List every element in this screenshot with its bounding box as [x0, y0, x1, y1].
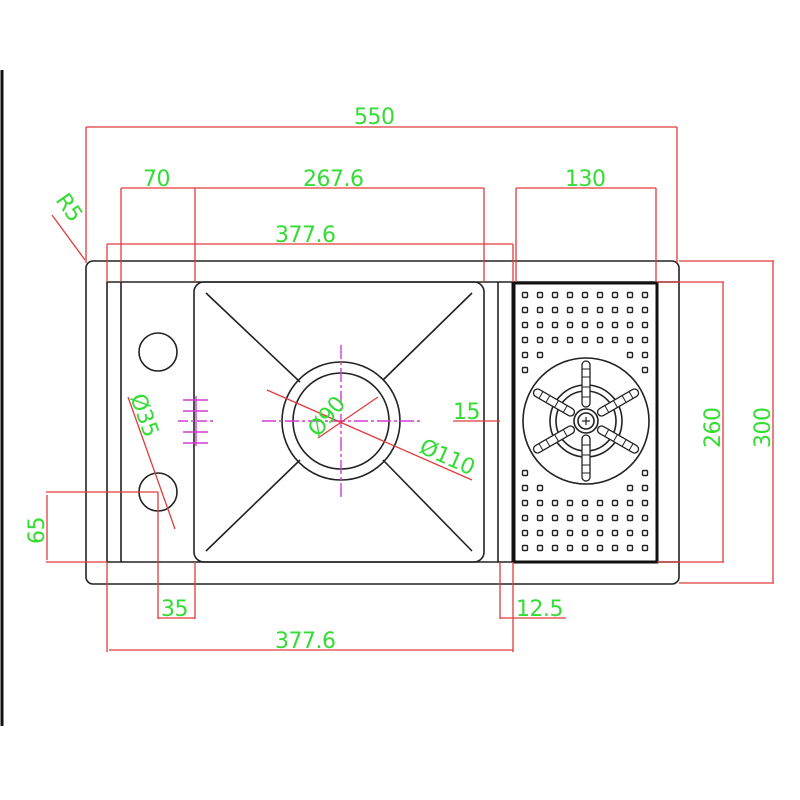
glass-rinser: [522, 357, 650, 485]
center-lines: [178, 345, 422, 497]
dim-top-span: 377.6: [275, 223, 335, 248]
dim-drain-inner-diameter: Ø90: [303, 392, 350, 442]
outer-rim: [85, 260, 680, 585]
rinser-spokes: [532, 360, 640, 482]
dim-tap-offset-x: 35: [161, 597, 188, 622]
dim-overall-depth: 300: [751, 408, 776, 449]
sink-outline: [85, 260, 680, 585]
dim-drain-outer-diameter: Ø110: [416, 435, 479, 481]
tap-hole-upper: [138, 332, 178, 372]
dim-bottom-span: 377.6: [275, 629, 335, 654]
perforated-drainer: [512, 281, 659, 564]
dim-overall-width: 550: [354, 105, 395, 130]
dim-deck-width: 70: [143, 167, 170, 192]
dim-tap-offset-y: 65: [25, 517, 50, 544]
dimension-lines: [46, 126, 774, 652]
dim-divider-offset: 15: [453, 400, 480, 425]
dim-divider-gap: 12.5: [516, 597, 563, 622]
dim-inner-depth: 260: [701, 408, 726, 449]
dim-tap-hole-diameter: Ø35: [124, 391, 162, 441]
main-bowl: [193, 281, 485, 563]
drainer-holes: [521, 291, 649, 552]
dim-drainer-width: 130: [565, 167, 606, 192]
dim-bowl-width: 267.6: [303, 167, 363, 192]
